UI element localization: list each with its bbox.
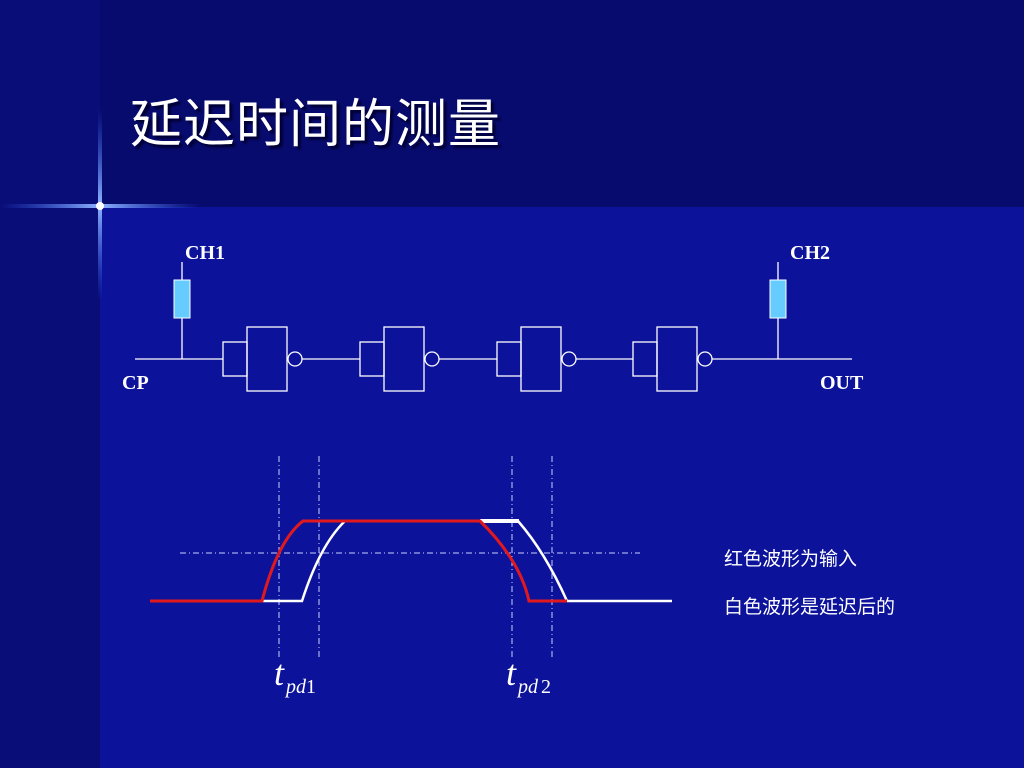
legend-white-waveform: 白色波形是延迟后的 <box>724 596 896 618</box>
guide-lines <box>180 456 640 660</box>
ch1-label: CH1 <box>185 242 225 264</box>
ch1-probe-icon <box>173 279 191 319</box>
output-waveform <box>150 519 672 603</box>
cp-label: CP <box>122 372 149 394</box>
out-label: OUT <box>820 372 864 394</box>
slide-title: 延迟时间的测量 <box>130 95 502 155</box>
inverter-gate-4 <box>632 326 713 392</box>
legend-red-waveform: 红色波形为输入 <box>724 548 858 570</box>
input-waveform <box>150 519 567 603</box>
inverter-chain-circuit <box>135 262 852 392</box>
left-band <box>0 0 100 768</box>
star-flare-icon <box>0 110 200 300</box>
inverter-gate-3 <box>496 326 577 392</box>
ch2-label: CH2 <box>790 242 830 264</box>
inverter-gate-1 <box>222 326 303 392</box>
ch2-probe-icon <box>769 279 787 319</box>
title-band <box>0 0 1024 207</box>
inverter-gate-2 <box>359 326 440 392</box>
